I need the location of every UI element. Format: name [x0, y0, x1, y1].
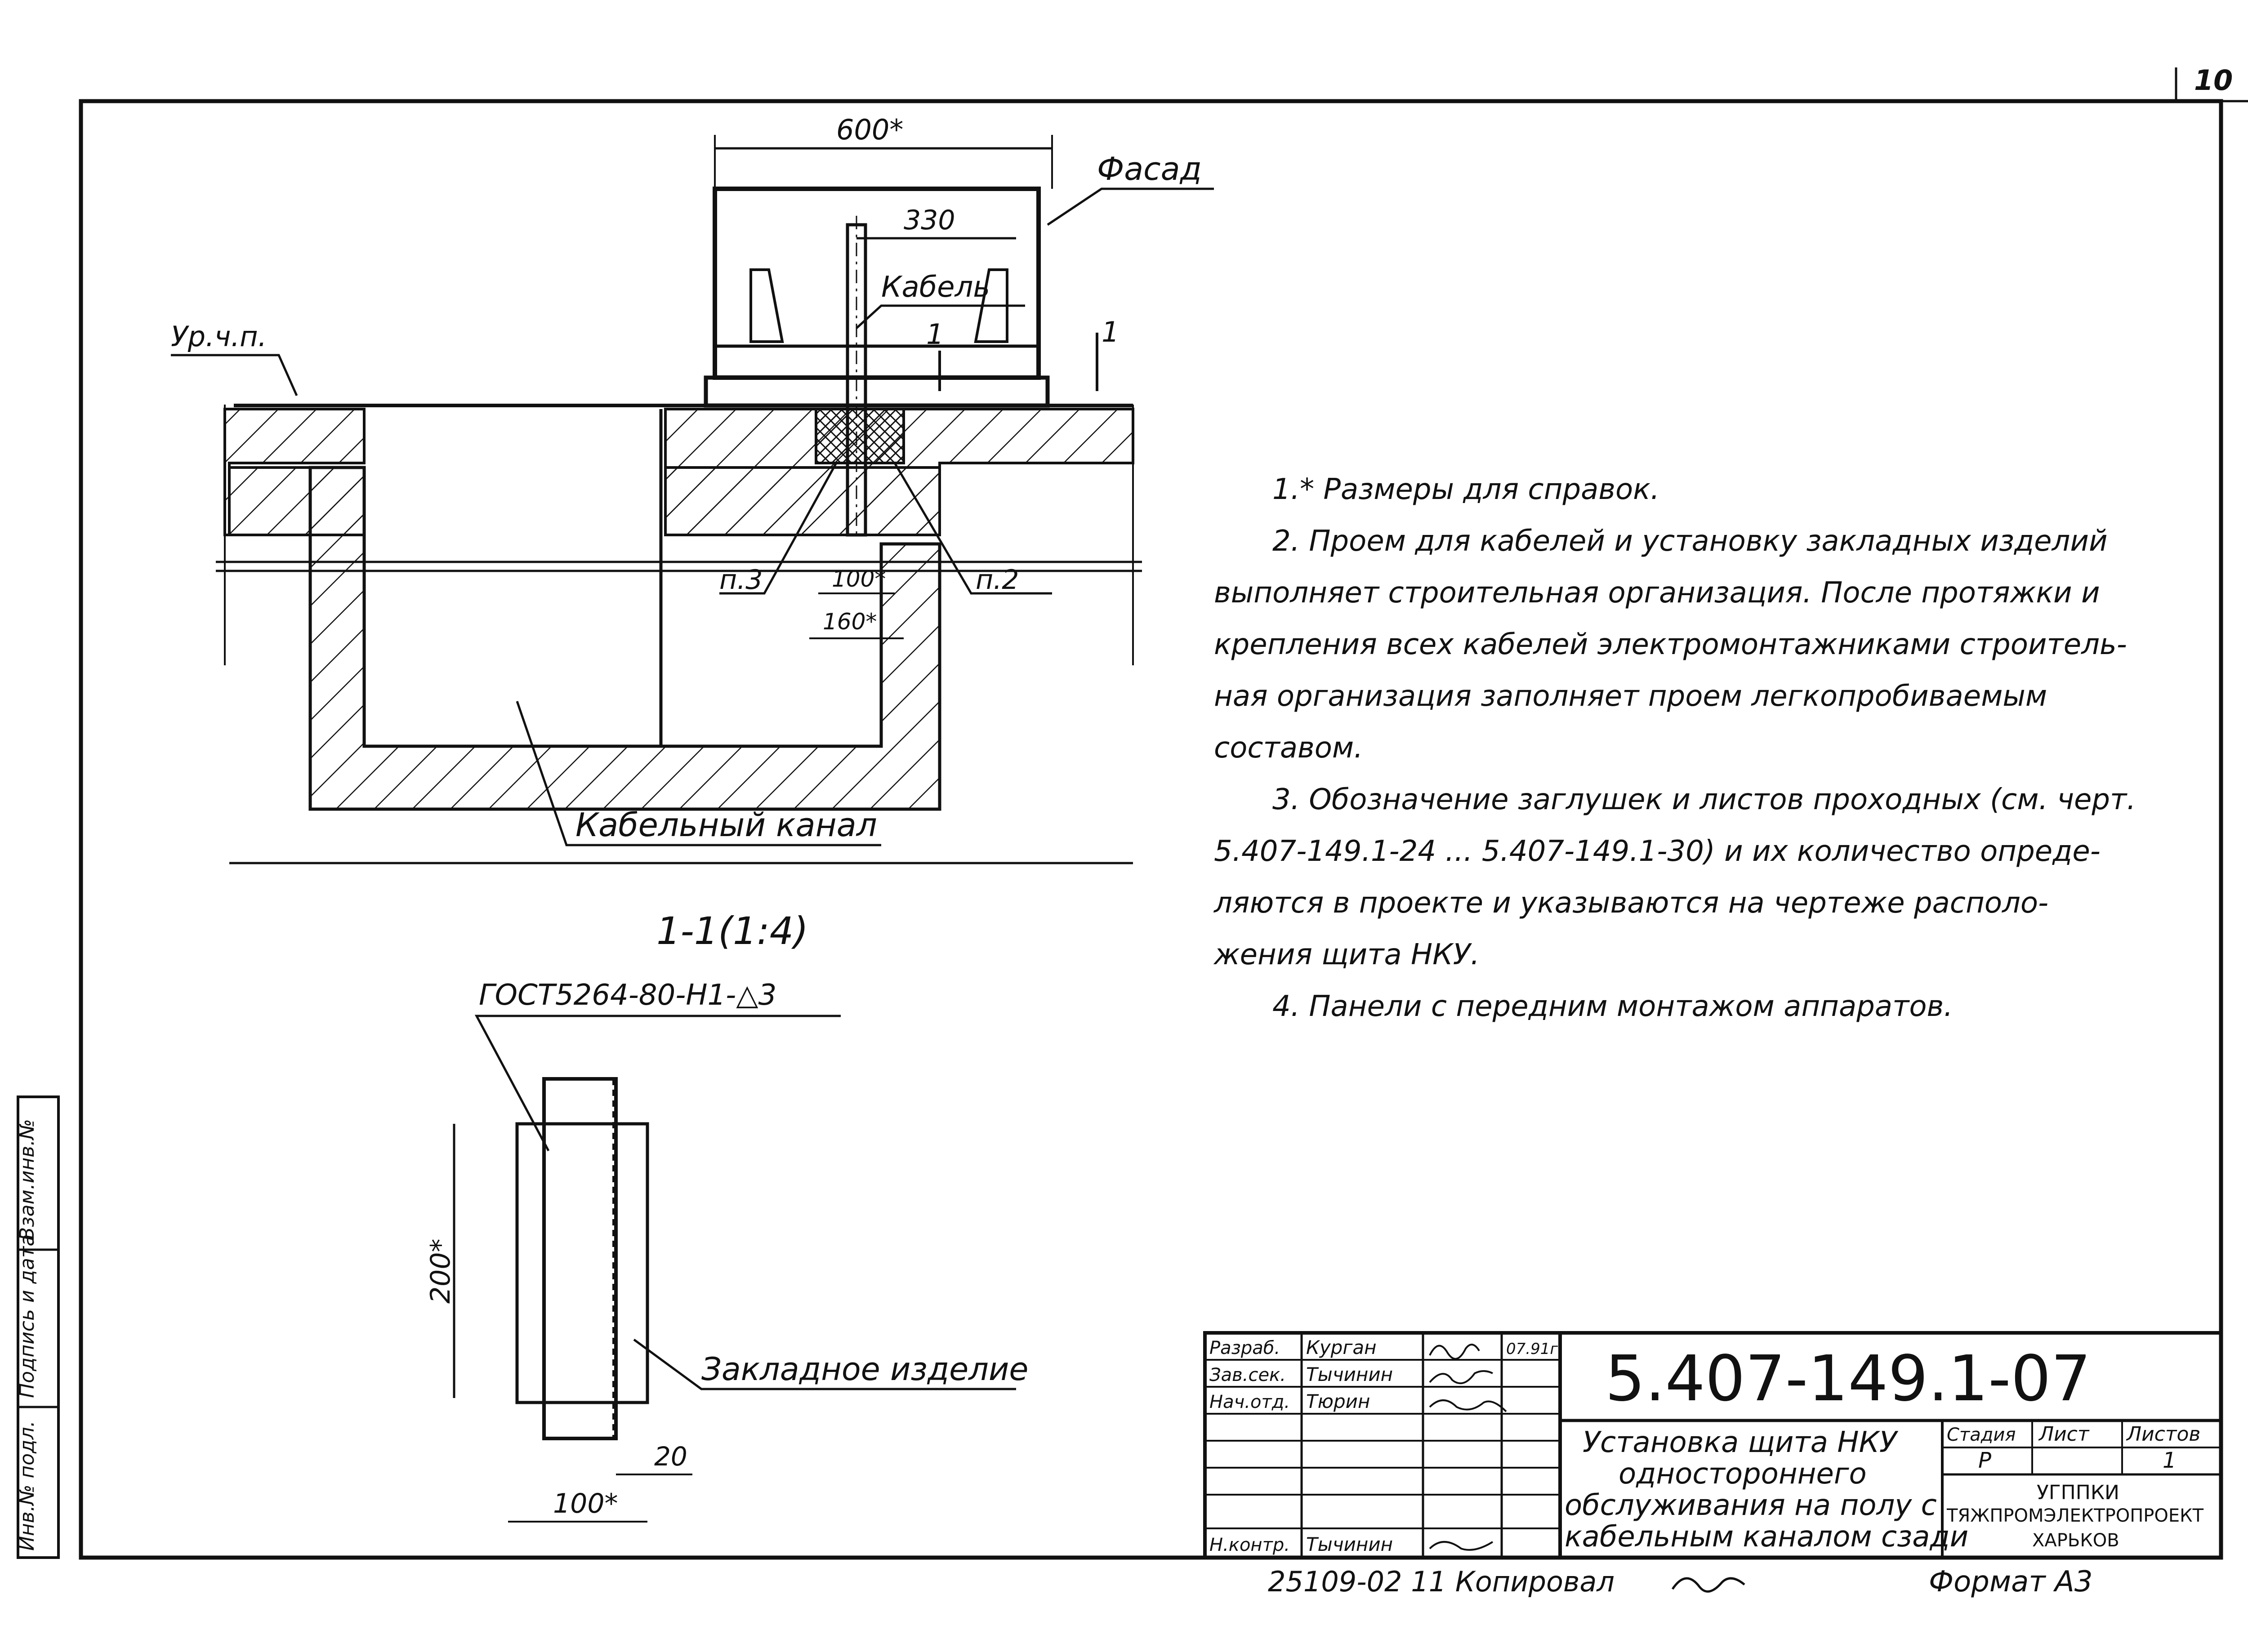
note-line: ная организация заполняет проем легкопро…	[1214, 680, 2047, 713]
cut-mark-1-label: 1	[926, 318, 944, 351]
channel-walls	[308, 466, 941, 811]
dim-100-detail-label: 100*	[553, 1488, 618, 1519]
stamp-org-line: УГППКИ	[2037, 1481, 2119, 1504]
note-line: выполняет строительная организация. Посл…	[1214, 576, 2100, 610]
stamp-org-line: ХАРЬКОВ	[2032, 1530, 2119, 1551]
dim-20-label: 20	[654, 1441, 687, 1472]
side-stamp-replace: Взам.инв.№	[16, 1119, 39, 1241]
embedded-part-detail: ГОСТ5264-80-Н1-△3 200* Закладное изделие…	[425, 979, 1028, 1523]
copy-line: 25109-02 11 Копировал	[1268, 1565, 1615, 1598]
stamp-head-stage: Стадия	[1947, 1425, 2016, 1445]
stamp-name-head-dept: Тюрин	[1306, 1390, 1370, 1412]
side-stamp: Инв.№ подл. Подпись и дата Взам.инв.№	[16, 1095, 60, 1559]
part-leader	[633, 1338, 1016, 1390]
note-line: 3. Обозначение заглушек и листов проходн…	[1272, 783, 2136, 816]
note-line: ляются в проекте и указываются на чертеж…	[1213, 886, 2048, 920]
stamp-head-sheets: Листов	[2126, 1423, 2200, 1446]
floor-level-leader	[171, 354, 298, 396]
item-2-label: п.2	[976, 564, 1019, 596]
signature-norm-control	[1429, 1541, 1494, 1551]
embedded-plate	[515, 1122, 649, 1404]
document-code: 5.407-149.1-07	[1605, 1342, 2091, 1416]
stamp-title-line: одностороннего	[1619, 1457, 1867, 1491]
panel-base	[704, 375, 1050, 408]
stamp-role-head-dept: Нач.отд.	[1209, 1392, 1290, 1412]
section-title: 1-1(1:4)	[656, 909, 808, 953]
item-3-label: п.3	[719, 564, 763, 596]
embedded-bar	[542, 1077, 618, 1440]
signature-head-sector	[1429, 1370, 1493, 1385]
note-line: 4. Панели с передним монтажом аппаратов.	[1272, 990, 1953, 1023]
title-block: Разраб. Зав.сек. Нач.отд. Н.контр. Курга…	[1203, 1331, 2223, 1559]
stamp-head-sheet: Лист	[2038, 1423, 2090, 1446]
stamp-role-developer: Разраб.	[1209, 1338, 1280, 1358]
side-stamp-signature: Подпись и дата	[16, 1234, 39, 1398]
note-line: жения щита НКУ.	[1213, 938, 1480, 971]
stamp-title-line: обслуживания на полу с	[1565, 1489, 1937, 1522]
cable-label: Кабель	[881, 271, 990, 304]
stamp-role-head-sector: Зав.сек.	[1209, 1365, 1286, 1385]
note-line: 1.* Размеры для справок.	[1272, 473, 1659, 506]
stamp-stage: Р	[1978, 1448, 1991, 1473]
dim-600-label: 600*	[836, 113, 903, 146]
notes-block: 1.* Размеры для справок. 2. Проем для ка…	[1213, 473, 2136, 1023]
sheet-frame	[79, 99, 2223, 1560]
item-3-leader	[719, 462, 838, 595]
dim-200-label: 200*	[425, 1238, 456, 1304]
note-line: 5.407-149.1-24 ... 5.407-149.1-30) и их …	[1214, 835, 2101, 868]
stamp-role-norm-control: Н.контр.	[1209, 1535, 1290, 1555]
note-line: 2. Проем для кабелей и установку закладн…	[1272, 525, 2108, 558]
note-line: крепления всех кабелей электромонтажника…	[1214, 628, 2127, 661]
page-number: 10	[2194, 64, 2233, 97]
signature-developer	[1429, 1344, 1480, 1360]
stamp-title-line: кабельным каналом сзади	[1565, 1520, 1968, 1554]
floor-level-label: Ур.ч.п.	[171, 320, 267, 353]
copy-signature	[1671, 1577, 1745, 1593]
weld-leader	[474, 1015, 841, 1152]
channel-label: Кабельный канал	[575, 806, 877, 844]
weld-label: ГОСТ5264-80-Н1-△3	[479, 979, 776, 1012]
cable-opening-fill	[815, 408, 905, 464]
stamp-name-developer: Курган	[1306, 1336, 1377, 1358]
panel-bracket-right	[974, 268, 1008, 343]
cable-leader	[856, 304, 1025, 329]
stamp-title-line: Установка щита НКУ	[1583, 1426, 1899, 1459]
channel-leader	[516, 701, 881, 846]
section-1-1-drawing: 600* 330 Фасад Кабель Ур.ч.п. 1 1 п.3 п.…	[171, 113, 1214, 953]
dim-160-label: 160*	[823, 609, 877, 635]
panel-bracket-left	[749, 268, 784, 343]
stamp-name-norm-control: Тычинин	[1306, 1533, 1393, 1555]
part-label: Закладное изделие	[701, 1351, 1028, 1388]
dim-100-label: 100*	[832, 566, 886, 592]
signature-head-dept	[1429, 1399, 1507, 1412]
stamp-sheets: 1	[2163, 1448, 2177, 1473]
stamp-name-head-sector: Тычинин	[1306, 1363, 1393, 1385]
note-line: составом.	[1214, 731, 1363, 765]
item-2-leader	[893, 462, 1052, 595]
stamp-org-line: ТЯЖПРОМЭЛЕКТРОПРОЕКТ	[1946, 1505, 2204, 1526]
format-label: Формат А3	[1929, 1565, 2093, 1599]
stamp-date: 07.91г	[1506, 1340, 1558, 1358]
side-stamp-inv: Инв.№ подл.	[16, 1420, 39, 1551]
facade-leader	[1047, 187, 1214, 226]
dim-330-label: 330	[904, 205, 955, 236]
facade-label: Фасад	[1097, 151, 1202, 187]
cut-mark-2-label: 1	[1102, 316, 1119, 348]
channel-slab-hatch	[228, 466, 941, 536]
